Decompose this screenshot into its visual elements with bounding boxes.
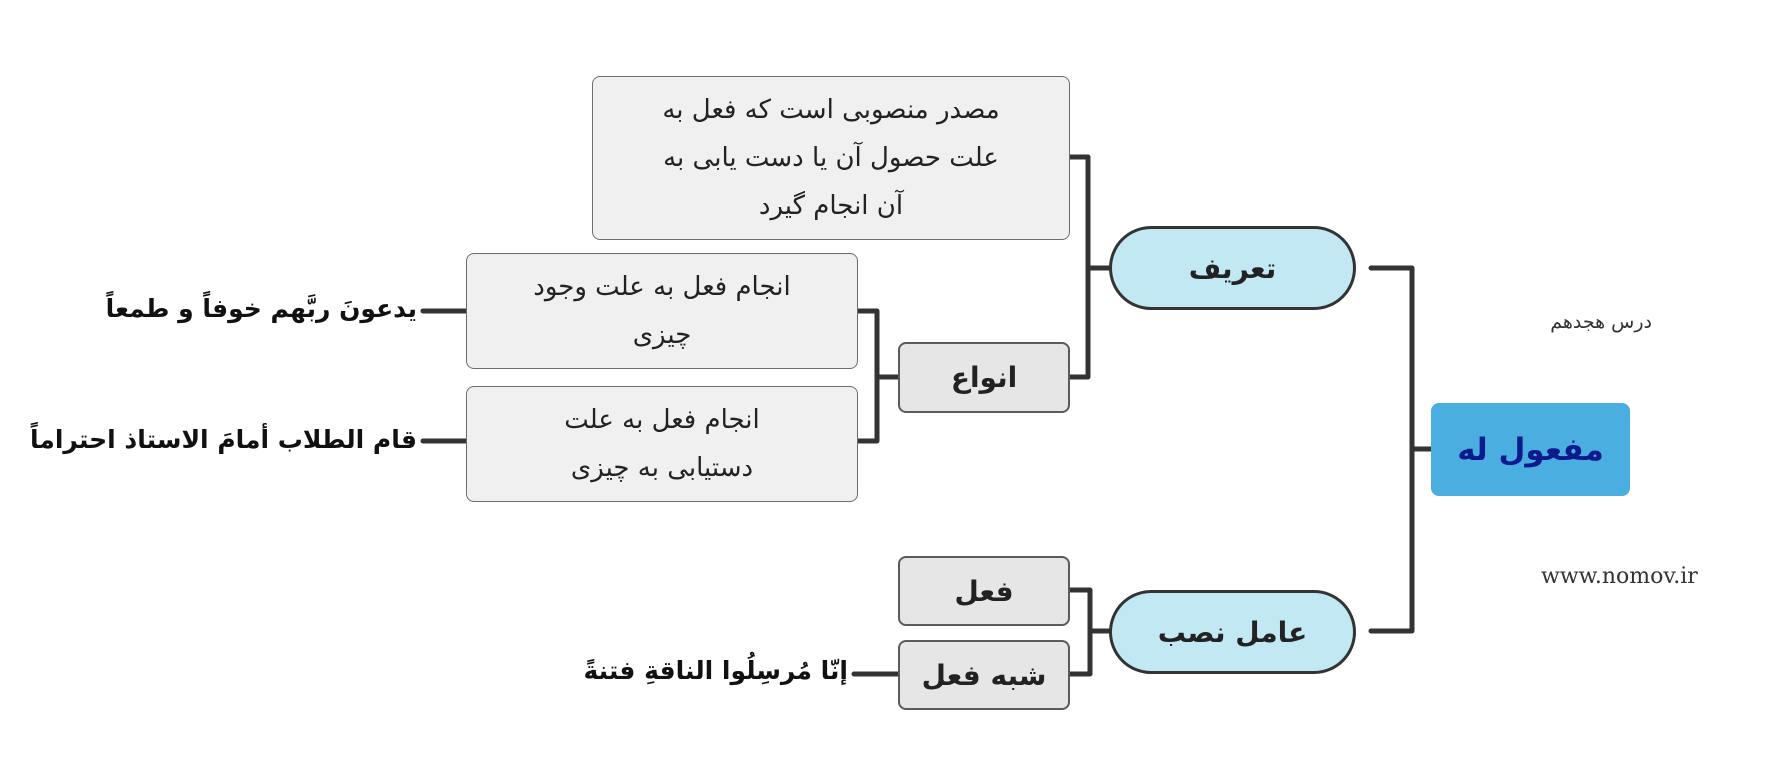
- definition-text: مصدر منصوبی است که فعل به علت حصول آن یا…: [662, 95, 1000, 221]
- lesson-label: درس هجدهم: [1550, 311, 1652, 333]
- amel-shebh-example: إنّا مُرسِلُوا الناقةِ فتنةً: [583, 656, 848, 685]
- amel-fel-box[interactable]: فعل: [898, 556, 1070, 626]
- root-label: مفعول له: [1457, 431, 1604, 468]
- type-1-example: یدعونَ ربَّهم خوفاً و طمعاً: [105, 294, 417, 323]
- type-2-box[interactable]: انجام فعل به علت دستیابی به چیزی: [466, 386, 858, 502]
- branch-anva[interactable]: انواع: [898, 342, 1070, 413]
- amel-fel-label: فعل: [954, 574, 1014, 608]
- definition-box[interactable]: مصدر منصوبی است که فعل به علت حصول آن یا…: [592, 76, 1070, 240]
- type-2-text: انجام فعل به علت دستیابی به چیزی: [564, 405, 760, 483]
- type-1-text: انجام فعل به علت وجود چیزی: [533, 272, 791, 350]
- branch-amel-label: عامل نصب: [1157, 615, 1308, 649]
- type-1-box[interactable]: انجام فعل به علت وجود چیزی: [466, 253, 858, 369]
- connector-anva: [855, 308, 901, 444]
- connector-amel: [1067, 587, 1112, 677]
- connector-root: [1368, 265, 1434, 634]
- type-2-example: قام الطلاب أمامَ الاستاذ احتراماً: [29, 425, 417, 454]
- branch-tarif[interactable]: تعریف: [1109, 226, 1356, 310]
- connector-tarif: [1067, 154, 1112, 380]
- amel-shebh-label: شبه فعل: [921, 658, 1047, 692]
- branch-anva-label: انواع: [950, 361, 1018, 394]
- branch-amel[interactable]: عامل نصب: [1109, 590, 1356, 674]
- branch-tarif-label: تعریف: [1188, 251, 1277, 285]
- amel-shebh-box[interactable]: شبه فعل: [898, 640, 1070, 710]
- website-label: www.nomov.ir: [1541, 564, 1698, 589]
- root-node[interactable]: مفعول له: [1431, 403, 1630, 496]
